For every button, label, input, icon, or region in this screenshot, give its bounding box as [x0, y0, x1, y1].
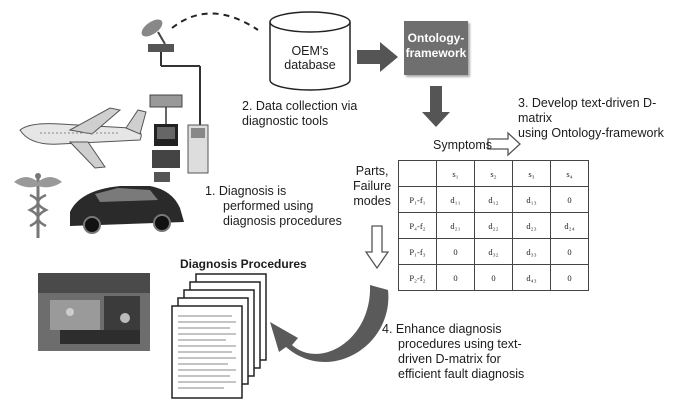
car-icon	[70, 186, 184, 234]
matrix-col-header: s₁	[436, 160, 475, 187]
matrix-col-header: s₃	[512, 160, 551, 187]
ontology-framework-box: Ontology- framework	[404, 21, 468, 75]
step4-line4: efficient fault diagnosis	[398, 367, 525, 381]
matrix-cell: d₂₃	[512, 212, 551, 239]
matrix-cell: 0	[550, 238, 589, 265]
arrow-db-to-ontology	[357, 42, 398, 72]
matrix-header-row: s₁ s₂ s₃ s₄	[398, 160, 589, 187]
matrix-cell: 0	[474, 264, 513, 291]
arrow-ontology-down	[422, 86, 450, 127]
wireless-link-arc	[171, 12, 259, 31]
database-label-line2: database	[284, 58, 336, 72]
matrix-row-label: P₁-f₃	[398, 238, 437, 265]
symptoms-label: Symptoms	[433, 138, 493, 152]
factory-photo	[38, 273, 150, 351]
database-icon	[269, 11, 351, 91]
row-axis-line2: Failure	[353, 179, 392, 193]
diagnostic-tool-icon	[149, 94, 209, 182]
step1-line3: diagnosis procedures	[223, 214, 342, 228]
matrix-cell: 0	[436, 238, 475, 265]
step1-line2: performed using	[223, 199, 314, 213]
matrix-row-label: P₄-f₂	[398, 212, 437, 239]
step2-line2: diagnostic tools	[242, 114, 329, 128]
arrow-matrix-down	[364, 225, 390, 270]
arrow-to-step3	[487, 131, 521, 157]
procedures-title: Diagnosis Procedures	[180, 257, 307, 271]
step4-text: 4. Enhance diagnosis procedures using te…	[382, 322, 524, 382]
matrix-row: P₄-f₂ d₂₁ d₂₂ d₂₃ d₂₄	[398, 212, 589, 239]
matrix-cell: 0	[436, 264, 475, 291]
database-label: OEM's database	[265, 44, 355, 72]
database-label-line1: OEM's	[291, 44, 329, 58]
matrix-cell: d₁₃	[512, 186, 551, 213]
matrix-cell: 0	[550, 186, 589, 213]
step4-line2: procedures using text-	[398, 337, 522, 351]
step4-line1: 4. Enhance diagnosis	[382, 322, 502, 336]
matrix-cell: d₂₂	[474, 212, 513, 239]
ontology-line2: framework	[405, 46, 467, 60]
matrix-cell: d₃₂	[474, 238, 513, 265]
step1-text: 1. Diagnosis is performed using diagnosi…	[205, 184, 342, 229]
document-stack-icon	[171, 273, 267, 399]
matrix-cell: d₁₁	[436, 186, 475, 213]
matrix-cell: d₄₃	[512, 264, 551, 291]
step3-line1: 3. Develop text-driven D-matrix	[518, 96, 657, 125]
step2-line1: 2. Data collection via	[242, 99, 358, 113]
matrix-cell: d₂₄	[550, 212, 589, 239]
ontology-line1: Ontology-	[407, 31, 465, 45]
matrix-row-label: P₁-f₁	[398, 186, 437, 213]
matrix-cell: d₁₂	[474, 186, 513, 213]
airplane-icon	[19, 107, 147, 169]
step4-line3: driven D-matrix for	[398, 352, 501, 366]
matrix-row: P₁-f₃ 0 d₃₂ d₃₃ 0	[398, 238, 589, 265]
matrix-row: P₂-f₂ 0 0 d₄₃ 0	[398, 264, 589, 291]
row-axis-line1: Parts,	[355, 164, 389, 178]
caduceus-icon	[14, 173, 62, 238]
curved-feedback-arrow	[270, 285, 389, 362]
matrix-col-header: s₂	[474, 160, 513, 187]
step1-line1: 1. Diagnosis is	[205, 184, 287, 198]
step2-text: 2. Data collection via diagnostic tools	[242, 99, 357, 129]
d-matrix-table: s₁ s₂ s₃ s₄ P₁-f₁ d₁₁ d₁₂ d₁₃ 0 P₄-f₂ d₂…	[398, 160, 589, 291]
satellite-dish-icon	[141, 19, 201, 125]
matrix-row-label: P₂-f₂	[398, 264, 437, 291]
row-axis-label: Parts, Failure modes	[353, 164, 391, 209]
step3-text: 3. Develop text-driven D-matrix using On…	[518, 96, 688, 141]
matrix-cell: 0	[550, 264, 589, 291]
step3-line2: using Ontology-framework	[518, 126, 664, 140]
row-axis-line3: modes	[353, 194, 391, 208]
matrix-row: P₁-f₁ d₁₁ d₁₂ d₁₃ 0	[398, 186, 589, 213]
matrix-cell: d₂₁	[436, 212, 475, 239]
matrix-corner-cell	[398, 160, 437, 187]
matrix-cell: d₃₃	[512, 238, 551, 265]
matrix-col-header: s₄	[550, 160, 589, 187]
